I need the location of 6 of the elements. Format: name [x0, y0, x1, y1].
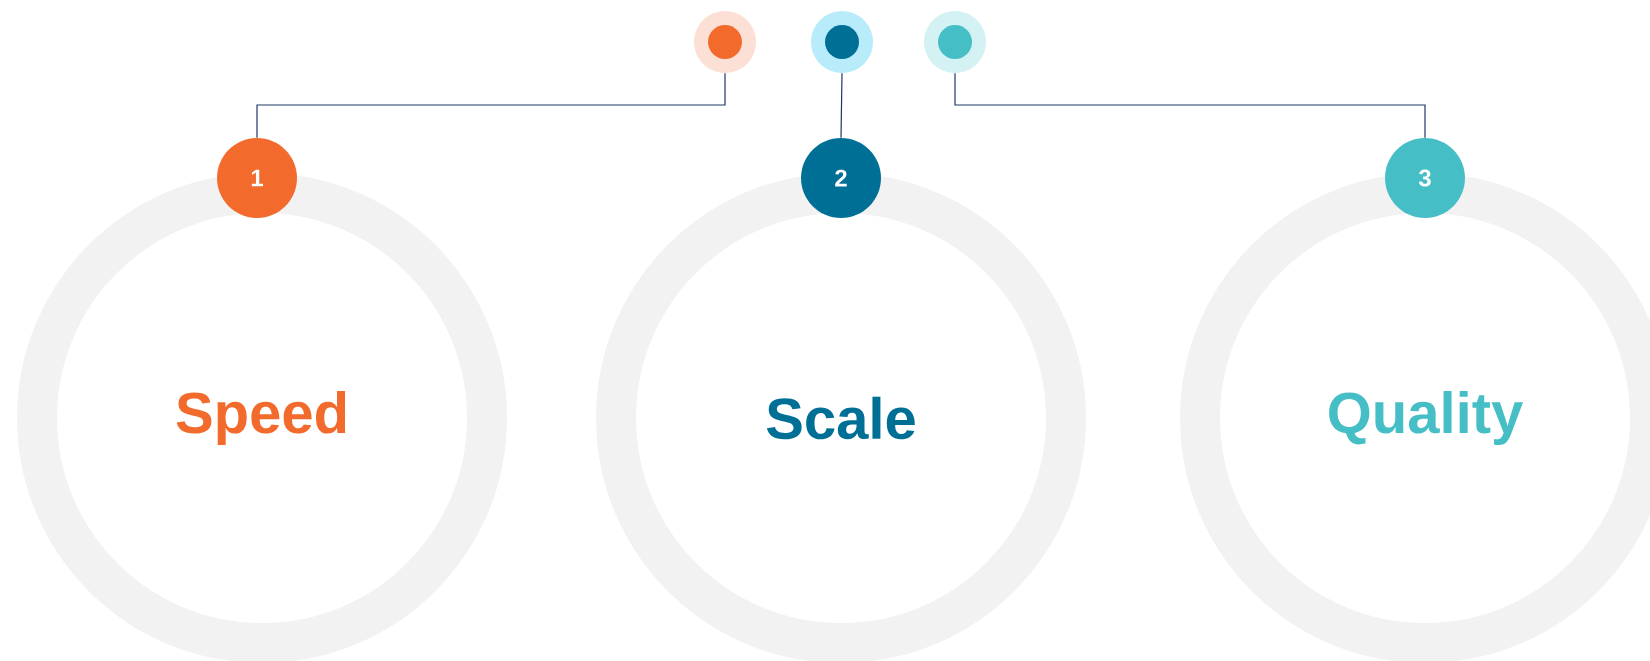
- connector-line: [954, 72, 1426, 139]
- dot-marker: [924, 11, 986, 73]
- dot-marker: [694, 11, 756, 73]
- connector-line: [840, 72, 843, 139]
- dot-marker: [811, 11, 873, 73]
- connector-line: [256, 72, 726, 139]
